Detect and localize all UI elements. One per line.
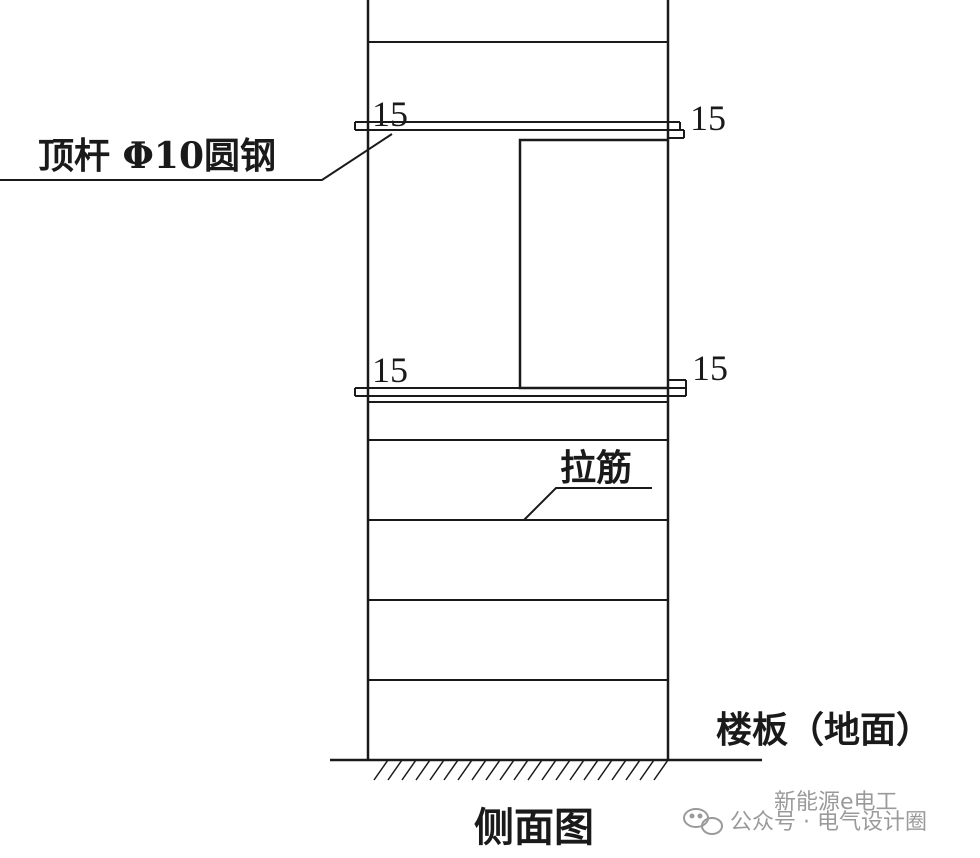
wechat-icon [683,808,723,835]
tie-bar-label: 拉筋 [560,447,633,489]
middle-rod [354,379,687,397]
dimension-top-right: 15 [690,98,726,138]
watermark-line-2: 公众号 · 电气设计圈 [730,810,927,835]
tie-bar-leader [523,487,652,521]
watermark-line-1: 新能源e电工 [774,790,898,815]
view-title: 侧面图 [474,804,594,851]
dimension-middle-left: 15 [372,350,408,390]
ground-hatching [373,759,669,781]
dimension-top-left: 15 [372,94,408,134]
floor-label: 楼板（地面） [716,709,933,751]
top-rod-right-end [668,129,685,139]
top-rod-label: 顶杆 Φ10圆钢 [38,135,276,177]
top-rod-leader [0,133,393,181]
dimension-middle-right: 15 [692,348,728,388]
top-rod [354,121,681,131]
inner-bracket [518,138,668,390]
